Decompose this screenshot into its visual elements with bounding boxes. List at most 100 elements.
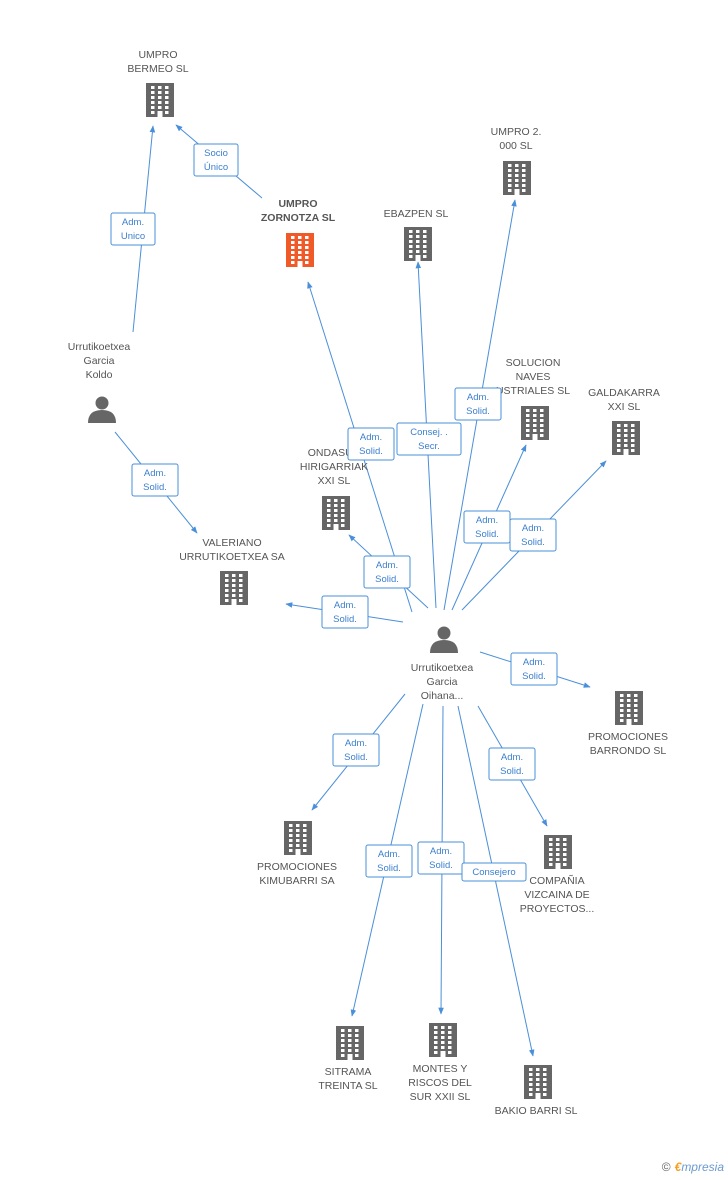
node-label-line: EBAZPEN SL xyxy=(384,208,449,220)
node-oihana[interactable]: UrrutikoetxeaGarciaOihana... xyxy=(411,626,474,703)
relation-badge-text: Adm. xyxy=(376,560,398,571)
node-label-line: Urrutikoetxea xyxy=(68,341,131,353)
building-icon xyxy=(220,571,248,605)
node-label-line: UMPRO xyxy=(138,49,177,61)
relation-badge-text: Solid. xyxy=(375,574,399,585)
relation-badge-text: Adm. xyxy=(360,432,382,443)
relation-badge[interactable]: Adm.Solid. xyxy=(332,733,380,767)
building-icon xyxy=(404,227,432,261)
node-label-line: ONDASUN xyxy=(308,447,361,459)
relation-badge[interactable]: Adm.Solid. xyxy=(365,844,413,878)
relation-badge-text: Adm. xyxy=(144,468,166,479)
node-galdakarra[interactable]: GALDAKARRA XXI SL xyxy=(588,387,660,455)
relation-badge-text: Consej. . xyxy=(410,427,448,438)
relation-badge[interactable]: Consejero xyxy=(461,862,527,882)
node-valeriano[interactable]: VALERIANO URRUTIKOETXEA SA xyxy=(179,537,285,605)
node-label-line: TREINTA SL xyxy=(318,1080,377,1092)
building-icon xyxy=(544,835,572,869)
node-label-line: MONTES Y xyxy=(413,1063,468,1075)
relation-badge[interactable]: Adm. Solid. xyxy=(417,841,465,875)
node-umpro-2000[interactable]: UMPRO 2. 000 SL xyxy=(491,126,542,195)
relation-badge-text: Adm. xyxy=(476,515,498,526)
building-icon xyxy=(286,233,314,267)
node-label-line: BARRONDO SL xyxy=(590,745,667,757)
node-ebazpen[interactable]: EBAZPEN SL xyxy=(384,208,449,261)
node-label-line: URRUTIKOETXEA SA xyxy=(179,551,285,563)
node-umpro-zornotza[interactable]: UMPRO ZORNOTZA SL xyxy=(261,198,336,267)
relation-badge-text: Adm. xyxy=(430,846,452,857)
node-label-line: XXI SL xyxy=(608,401,641,413)
node-label-line: RISCOS DEL xyxy=(408,1077,472,1089)
node-label-line: Urrutikoetxea xyxy=(411,662,474,674)
node-label-line: PROYECTOS... xyxy=(520,903,595,915)
node-label-line: COMPAÑIA xyxy=(529,874,584,887)
node-label-line: Koldo xyxy=(86,369,113,381)
relation-badge-text: Adm. xyxy=(522,523,544,534)
relation-badge-text: Adm. xyxy=(523,657,545,668)
relation-badge-text: Secr. xyxy=(418,441,440,452)
node-barrondo[interactable]: PROMOCIONES BARRONDO SL xyxy=(588,691,668,757)
person-icon xyxy=(430,626,458,653)
node-label-line: UMPRO 2. xyxy=(491,126,542,138)
building-icon xyxy=(521,406,549,440)
relation-badge[interactable]: Adm.Solid. xyxy=(321,595,369,629)
relation-badge[interactable]: Adm.Solid. xyxy=(510,652,558,686)
relation-badge-text: Solid. xyxy=(359,446,383,457)
relation-badge-text: Solid. xyxy=(466,406,490,417)
relation-badge-text: Solid. xyxy=(429,860,453,871)
nodes-layer: UMPRO BERMEO SL UMPRO ZORNOTZA SL EBAZPEN SL… xyxy=(68,49,668,1117)
node-label-line: 000 SL xyxy=(499,140,532,152)
building-icon xyxy=(429,1023,457,1057)
node-label-line: HIRIGARRIAK xyxy=(300,461,368,473)
footer-brand: ©€mpresia xyxy=(662,1160,724,1174)
relation-badge-text: Solid. xyxy=(377,863,401,874)
node-label-line: SOLUCION xyxy=(506,357,561,369)
building-icon xyxy=(146,83,174,117)
relation-badge[interactable]: Consej. . Secr. xyxy=(396,422,462,456)
person-icon xyxy=(88,396,116,423)
building-icon xyxy=(503,161,531,195)
relation-badge-text: Solid. xyxy=(475,529,499,540)
node-bakio[interactable]: BAKIO BARRI SL xyxy=(495,1065,578,1117)
relation-badge[interactable]: Adm. Solid. xyxy=(454,387,502,421)
building-icon xyxy=(336,1026,364,1060)
node-label-line: VALERIANO xyxy=(202,537,261,549)
relation-badge[interactable]: Adm. Solid. xyxy=(463,510,511,544)
copyright-symbol: © xyxy=(661,1160,671,1174)
node-label-line: GALDAKARRA xyxy=(588,387,660,399)
relation-badge[interactable]: Adm.Solid. xyxy=(509,518,557,552)
building-icon xyxy=(524,1065,552,1099)
relation-badge[interactable]: Adm. Solid. xyxy=(347,427,395,461)
relation-badge-text: Socio xyxy=(204,148,228,159)
node-umpro-bermeo[interactable]: UMPRO BERMEO SL xyxy=(127,49,189,117)
relation-badge-text: Adm. xyxy=(467,392,489,403)
node-label-line: PROMOCIONES xyxy=(588,731,668,743)
edges-layer xyxy=(114,124,607,1057)
node-label-line: NAVES xyxy=(516,371,551,383)
node-label-line: Garcia xyxy=(427,676,458,688)
building-icon xyxy=(615,691,643,725)
building-icon xyxy=(612,421,640,455)
building-icon xyxy=(322,496,350,530)
node-label-line: BERMEO SL xyxy=(127,63,188,75)
node-label-line: KIMUBARRI SA xyxy=(259,875,334,887)
node-label-line: Oihana... xyxy=(421,690,464,702)
relation-badge[interactable]: Adm. Solid. xyxy=(363,555,411,589)
node-label-line: UMPRO xyxy=(278,198,317,210)
relation-badge[interactable]: Adm.Unico xyxy=(110,212,156,246)
relation-badge[interactable]: Adm.Solid. xyxy=(131,463,179,497)
node-label-line: ZORNOTZA SL xyxy=(261,212,336,224)
relation-badge-text: Solid. xyxy=(333,614,357,625)
relation-badge[interactable]: Adm.Solid. xyxy=(488,747,536,781)
brand-name: mpresia xyxy=(681,1160,724,1174)
